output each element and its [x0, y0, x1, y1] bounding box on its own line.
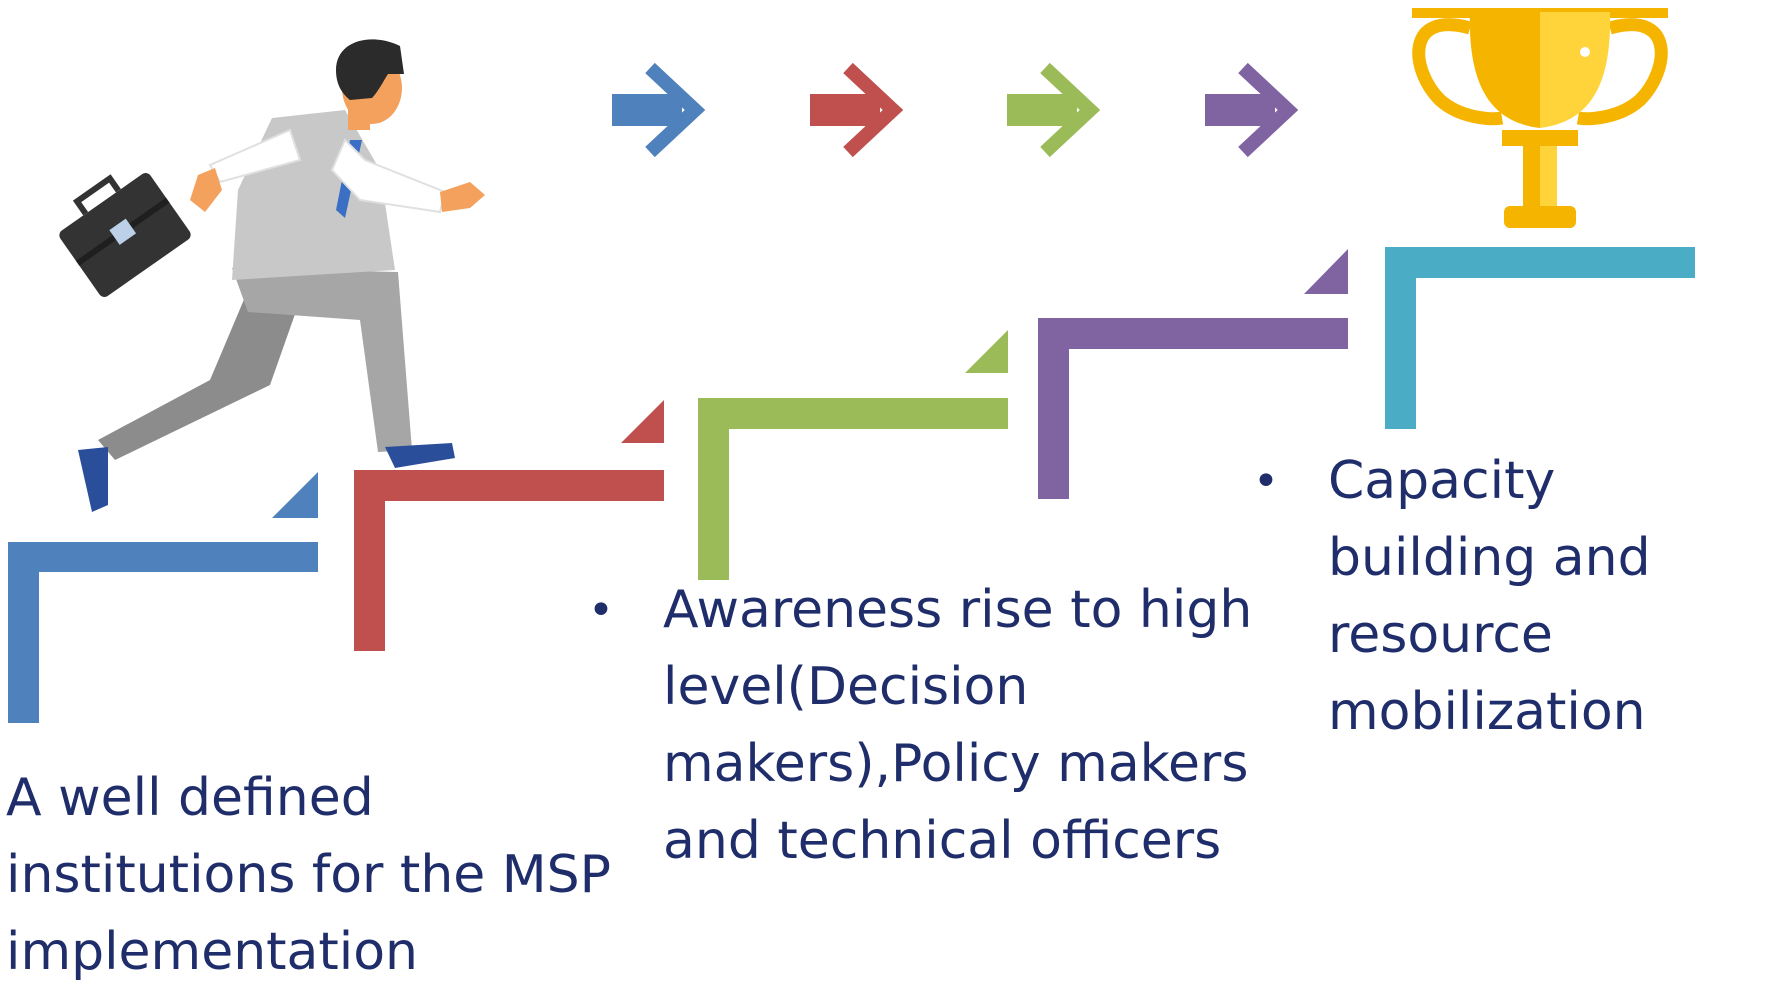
step-1-blue — [8, 472, 318, 723]
briefcase-icon — [59, 173, 191, 297]
bullet-icon: • — [1253, 456, 1279, 507]
bullet-icon: • — [588, 585, 614, 636]
arrow-right-icon — [1007, 62, 1101, 158]
step-3-green — [698, 330, 1008, 580]
arrow-right-icon — [612, 62, 706, 158]
step-3-caption: Awareness rise to high level(Decision ma… — [663, 580, 1253, 871]
step-1-caption: A well defined institutions for the MSP … — [6, 768, 612, 982]
arrow-right-icon — [810, 62, 904, 158]
step-3-list-item: • Awareness rise to high level(Decision … — [588, 572, 1283, 880]
trophy-icon — [1412, 8, 1668, 228]
step-5-bullet-list: • Capacity building and resource mobiliz… — [1253, 443, 1778, 751]
step-5-teal — [1385, 247, 1695, 429]
businessman-running-icon — [59, 39, 485, 512]
arrow-right-icon — [1205, 62, 1299, 158]
step-2-red — [354, 400, 664, 651]
step-3-bullet-list: • Awareness rise to high level(Decision … — [588, 572, 1283, 880]
step-5-caption: Capacity building and resource mobilizat… — [1328, 451, 1651, 742]
step-5-list-item: • Capacity building and resource mobiliz… — [1253, 443, 1778, 751]
step-4-purple — [1038, 249, 1348, 499]
